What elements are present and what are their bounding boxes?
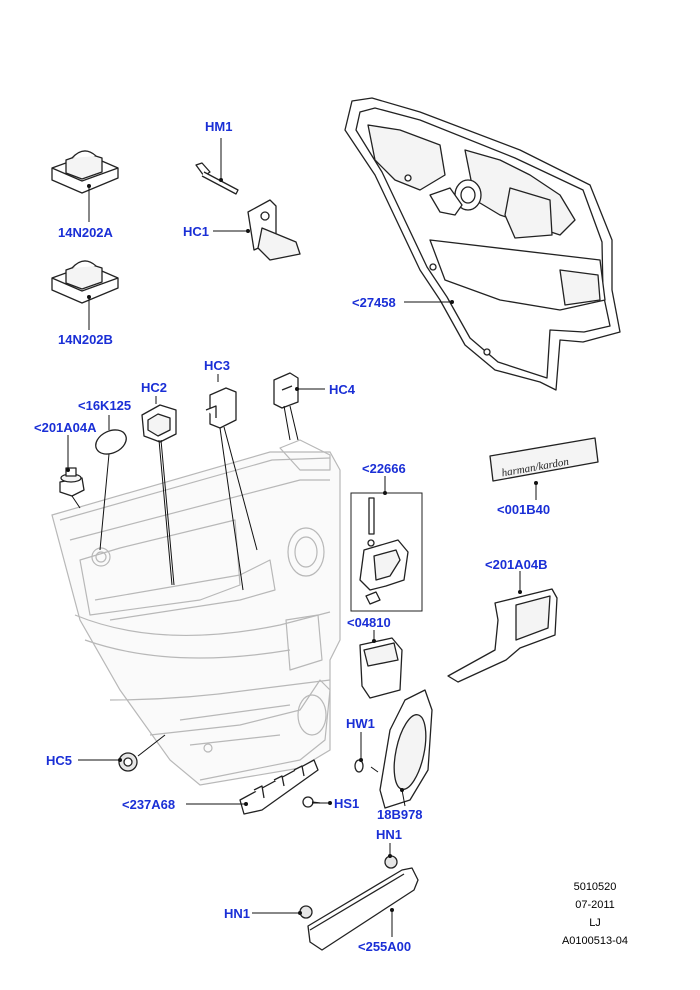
door-panel-27458 bbox=[344, 97, 621, 391]
callout-hc2: HC2 bbox=[141, 380, 168, 395]
callout-hn1-top: HN1 bbox=[376, 827, 403, 842]
callout-001b40: <001B40 bbox=[497, 502, 551, 517]
clip-14n202a bbox=[51, 150, 119, 194]
callout-14n202a: 14N202A bbox=[58, 225, 113, 240]
callout-201a04b: <201A04B bbox=[485, 557, 548, 572]
callout-04810: <04810 bbox=[347, 615, 391, 630]
callout-hc5: HC5 bbox=[46, 753, 73, 768]
callout-hc1: HC1 bbox=[183, 224, 210, 239]
nut-hn1-top bbox=[384, 855, 398, 869]
badge-001b40: harman/kardon bbox=[489, 437, 599, 482]
callout-255a00: <255A00 bbox=[358, 939, 412, 954]
door-outline-ghost bbox=[51, 439, 341, 786]
speaker-04810 bbox=[359, 637, 403, 699]
grille-18b978 bbox=[379, 689, 433, 809]
callout-16k125: <16K125 bbox=[78, 398, 132, 413]
plug-16k125 bbox=[95, 429, 127, 455]
callout-hs1: HS1 bbox=[334, 796, 360, 811]
callout-14n202b: 14N202B bbox=[58, 332, 113, 347]
diagram-code: 5010520 bbox=[573, 881, 617, 893]
callout-hc3: HC3 bbox=[204, 358, 231, 373]
trim-201a04b bbox=[447, 588, 558, 683]
screw-hs1 bbox=[302, 796, 321, 808]
clip-14n202b bbox=[51, 260, 119, 304]
clip-hc4 bbox=[273, 372, 299, 409]
nut-hn1-left bbox=[299, 905, 313, 919]
callout-201a04a: <201A04A bbox=[34, 420, 97, 435]
diagram-reference: A0100513-04 bbox=[561, 935, 629, 947]
clip-hc2 bbox=[141, 404, 177, 443]
callout-hm1: HM1 bbox=[205, 119, 233, 134]
handle-assembly-22666 bbox=[350, 492, 423, 612]
callout-hc4: HC4 bbox=[329, 382, 356, 397]
cap-201a04a bbox=[59, 467, 85, 497]
callout-27458: <27458 bbox=[352, 295, 396, 310]
leader-lines bbox=[67, 138, 537, 937]
callout-18b978: 18B978 bbox=[377, 807, 423, 822]
bracket-hc1 bbox=[247, 199, 301, 261]
callout-237a68: <237A68 bbox=[122, 797, 176, 812]
armrest-255a00 bbox=[307, 867, 419, 951]
diagram-date: 07-2011 bbox=[575, 899, 615, 911]
diagram-initials: LJ bbox=[589, 917, 601, 929]
callout-22666: <22666 bbox=[362, 461, 406, 476]
callout-hw1: HW1 bbox=[346, 716, 375, 731]
pocket-237a68 bbox=[239, 759, 319, 815]
rivet-hm1 bbox=[195, 162, 239, 195]
clip-hc5 bbox=[118, 752, 138, 772]
callout-hn1-left: HN1 bbox=[224, 906, 251, 921]
clip-hc3 bbox=[205, 387, 237, 429]
leader-dots bbox=[66, 178, 538, 915]
